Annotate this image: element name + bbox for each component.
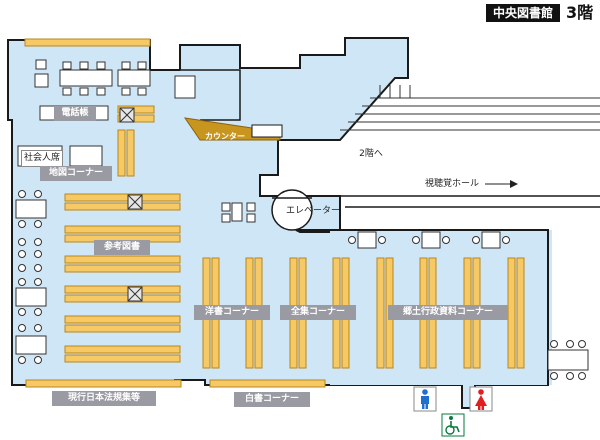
wheelchair-icon [441,413,465,437]
arrow-right-icon [485,180,518,188]
label-reference: 参考図書 [94,240,150,255]
label-western: 洋書コーナー [194,305,270,320]
label-av-hall: 視聴覚ホール [424,179,479,189]
label-current-law: 現行日本法規集等 [52,391,156,406]
label-phone-book: 電話帳 [54,106,96,121]
label-counter: カウンター [205,132,245,141]
label-complete: 全集コーナー [280,305,356,320]
label-to-2f: 2階へ [359,149,383,159]
label-elevator: エレベーター [285,206,340,216]
men-restroom-icon [413,386,437,412]
elevator-shaft [271,189,313,231]
library-name: 中央図書館 [486,4,560,22]
stairs-icon [340,85,600,131]
women-restroom-icon [469,386,493,412]
label-white-paper: 白書コーナー [234,392,310,407]
label-local-admin: 郷土行政資料コーナー [388,305,508,320]
floor-number: 3階 [566,3,594,22]
label-social: 社会人席 [21,150,63,167]
label-map-corner: 地図コーナー [40,166,112,181]
